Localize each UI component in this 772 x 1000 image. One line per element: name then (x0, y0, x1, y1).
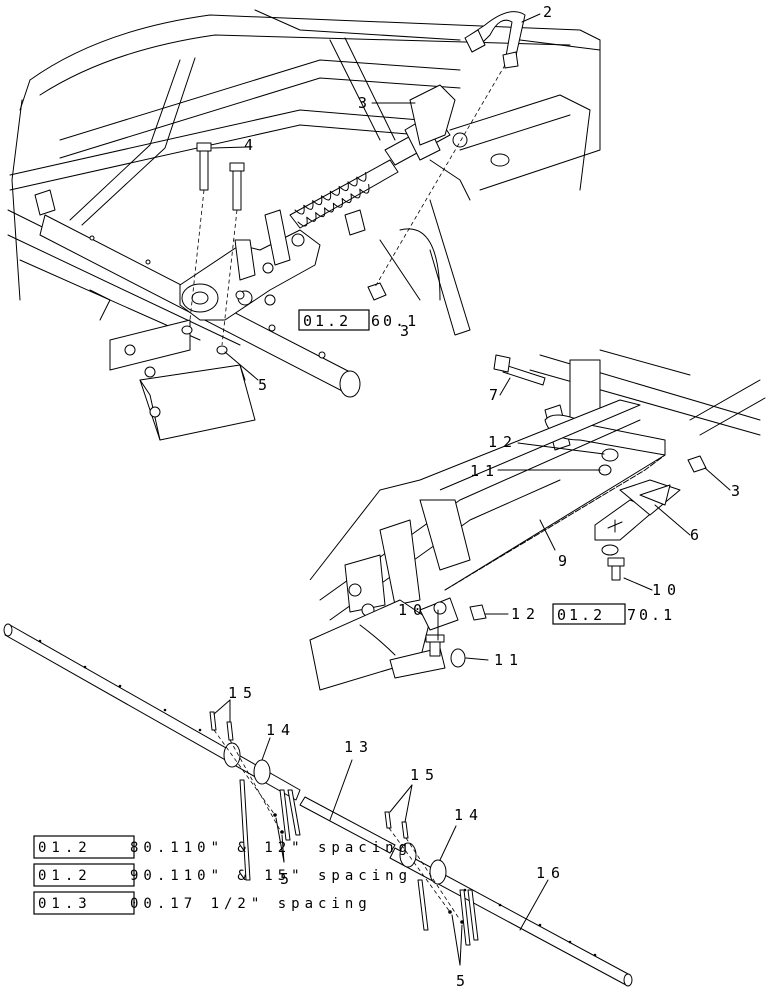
bolts-part-4 (181, 142, 245, 355)
callout-10-second: 10 (398, 601, 428, 619)
note-box-text: 01.2 (38, 840, 92, 856)
callout-16: 16 (536, 864, 566, 882)
reference-01-2-60-1[interactable]: 01.2 60.1 3 (298, 309, 419, 340)
callout-12: 12 (488, 433, 518, 451)
reference-01-2-70-1[interactable]: 01.2 70.1 (552, 603, 675, 625)
callout-3: 3 (358, 94, 368, 112)
callout-9: 9 (558, 552, 568, 570)
note-text: 80.110" & 12" spacing (130, 840, 412, 856)
reference-rest-text: 60.1 (371, 312, 419, 330)
callout-5: 5 (258, 376, 268, 394)
note-box-text: 01.2 (38, 868, 92, 884)
callout-4: 4 (244, 136, 254, 154)
top-frame-assembly (7, 9, 601, 441)
note-text: 90.110" & 15" spacing (130, 868, 412, 884)
leader-lines (211, 13, 731, 966)
callout-5-left: 5 (280, 870, 290, 888)
callout-7: 7 (489, 386, 499, 404)
tine-bar-assembly (3, 623, 633, 987)
note-box-text: 01.3 (38, 896, 92, 912)
callout-14-second: 14 (454, 806, 484, 824)
reference-rest-text: 70.1 (627, 606, 675, 624)
reference-tail-text: 3 (400, 322, 412, 340)
spacing-note-3[interactable]: 01.3 00.17 1/2" spacing (33, 891, 372, 915)
callout-2: 2 (543, 3, 553, 21)
note-text: 00.17 1/2" spacing (130, 896, 372, 912)
spacing-note-2[interactable]: 01.2 90.110" & 15" spacing (33, 863, 412, 887)
callout-11: 11 (470, 462, 500, 480)
spacing-note-1[interactable]: 01.2 80.110" & 12" spacing (33, 835, 412, 859)
middle-right-assembly (309, 349, 766, 691)
callout-11-second: 11 (494, 651, 524, 669)
callout-15: 15 (228, 684, 258, 702)
callout-14: 14 (266, 721, 296, 739)
spring-pin-part (464, 11, 526, 69)
callouts: 2 3 4 5 7 12 11 3 6 9 10 10 12 11 15 14 … (228, 3, 741, 990)
callout-5-right: 5 (456, 972, 466, 990)
callout-3-right: 3 (731, 482, 741, 500)
callout-13: 13 (344, 738, 374, 756)
callout-6: 6 (690, 526, 700, 544)
reference-box-text: 01.2 (303, 312, 351, 330)
callout-12-second: 12 (511, 605, 541, 623)
callout-15-second: 15 (410, 766, 440, 784)
reference-box-text: 01.2 (557, 606, 605, 624)
callout-10: 10 (652, 581, 682, 599)
